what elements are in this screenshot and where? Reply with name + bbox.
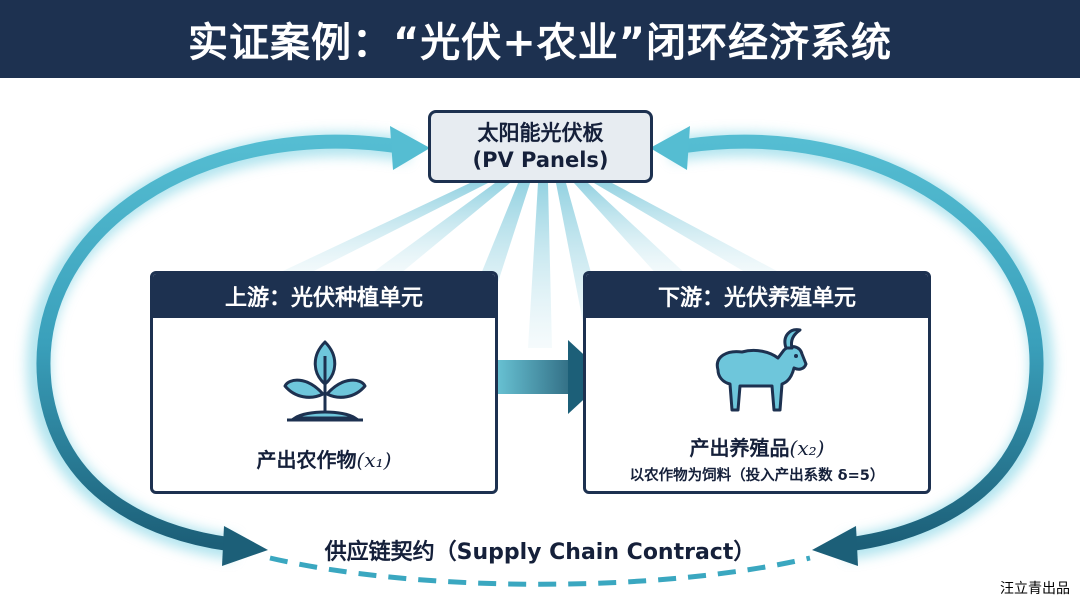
upstream-output-label: 产出农作物 [256,448,357,472]
right-loop-arrowhead-top [650,126,690,170]
downstream-output-symbol: (x₂) [789,436,825,460]
supply-chain-contract-label: 供应链契约（Supply Chain Contract） [324,540,756,565]
downstream-output-label: 产出养殖品 [689,436,790,460]
title-banner: 实证案例：“光伏+农业”闭环经济系统 [0,0,1080,78]
right-loop-arrow [678,134,1044,551]
upstream-output-symbol: (x₁) [356,448,392,472]
goat-icon [715,328,808,412]
downstream-unit-title: 下游：光伏养殖单元 [586,274,928,318]
diagram-canvas: 太阳能光伏板 (PV Panels) 上游：光伏种植单元 产出农作物(x₁) 下… [0,78,1080,602]
author-credit: 汪立青出品 [1000,581,1070,597]
upstream-unit: 上游：光伏种植单元 产出农作物(x₁) [150,271,498,494]
contract-dashed-line [269,555,811,587]
left-loop-arrowhead-top [390,126,430,170]
page-title: 实证案例：“光伏+农业”闭环经济系统 [187,20,893,66]
right-loop-arrowhead-bottom [812,526,858,566]
upstream-output: 产出农作物(x₁) [153,444,495,473]
downstream-unit: 下游：光伏养殖单元 产出养殖品(x₂) 以农作物为饲料（投入产出系数 δ=5） [583,271,931,494]
plant-sprout-icon [283,340,367,422]
pv-panel-box: 太阳能光伏板 (PV Panels) [428,110,653,183]
left-loop-arrow [36,134,402,551]
flow-arrow [490,340,608,414]
downstream-feed-note: 以农作物为饲料（投入产出系数 δ=5） [629,468,885,484]
upstream-unit-title: 上游：光伏种植单元 [153,274,495,318]
pv-panel-label-cn: 太阳能光伏板 [477,121,604,146]
downstream-output: 产出养殖品(x₂) [586,432,928,461]
pv-panel-label-en: (PV Panels) [472,147,609,172]
left-loop-arrowhead-bottom [222,526,268,566]
